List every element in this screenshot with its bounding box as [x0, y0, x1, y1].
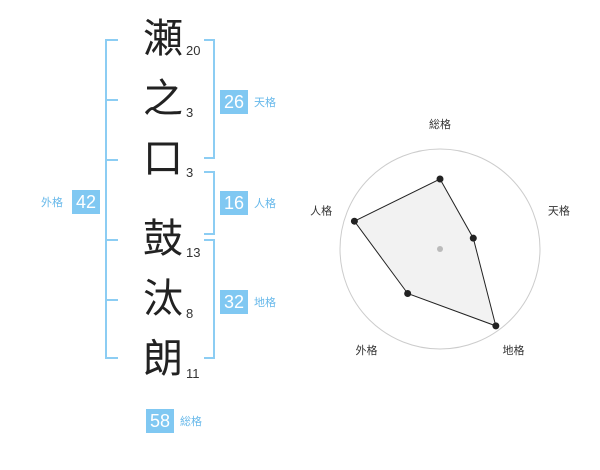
- stroke-count-1: 20: [186, 43, 201, 58]
- jinkaku-value: 16: [220, 191, 248, 215]
- radar-point-2: [469, 234, 477, 242]
- radar-axis-label-1: 総格: [429, 117, 451, 131]
- gaikaku-label: 外格: [41, 196, 63, 209]
- jinkaku-label: 人格: [254, 197, 276, 210]
- radar-points: [350, 175, 500, 330]
- name-char-2: 之: [143, 76, 183, 122]
- radar-axis-label-4: 外格: [356, 343, 378, 357]
- stroke-count-4: 13: [186, 245, 201, 260]
- tenkaku-value: 26: [220, 90, 248, 114]
- stroke-count-2: 3: [186, 105, 194, 120]
- name-char-5: 汰: [143, 276, 183, 322]
- tenkaku-label: 天格: [254, 96, 276, 109]
- gaikaku-value: 42: [72, 190, 100, 214]
- stroke-count-3: 3: [186, 165, 194, 180]
- radar-polygon: [353, 178, 497, 327]
- name-char-6: 朗: [143, 336, 183, 382]
- chikaku-label: 地格: [254, 296, 276, 309]
- tenkaku-bracket: [204, 39, 215, 159]
- chikaku-value: 32: [220, 290, 248, 314]
- jinkaku-bracket: [204, 171, 215, 235]
- radar-center-dot: [437, 246, 443, 252]
- stroke-count-6: 11: [186, 366, 200, 381]
- radar-axis-label-2: 天格: [548, 203, 570, 217]
- gaikaku-bracket: [105, 39, 118, 359]
- name-char-3: 口: [143, 136, 183, 182]
- radar-axis-label-5: 人格: [310, 203, 332, 217]
- chikaku-bracket: [204, 239, 215, 359]
- radar-point-1: [436, 175, 444, 183]
- radar-axis-label-3: 地格: [502, 343, 524, 357]
- stroke-count-5: 8: [186, 306, 194, 321]
- soukaku-value: 58: [146, 409, 174, 433]
- radar-point-5: [350, 217, 358, 225]
- name-char-1: 瀬: [143, 16, 183, 62]
- radar-point-3: [492, 322, 500, 330]
- soukaku-label: 総格: [180, 415, 202, 428]
- radar-point-4: [404, 289, 412, 297]
- name-char-4: 鼓: [143, 216, 183, 262]
